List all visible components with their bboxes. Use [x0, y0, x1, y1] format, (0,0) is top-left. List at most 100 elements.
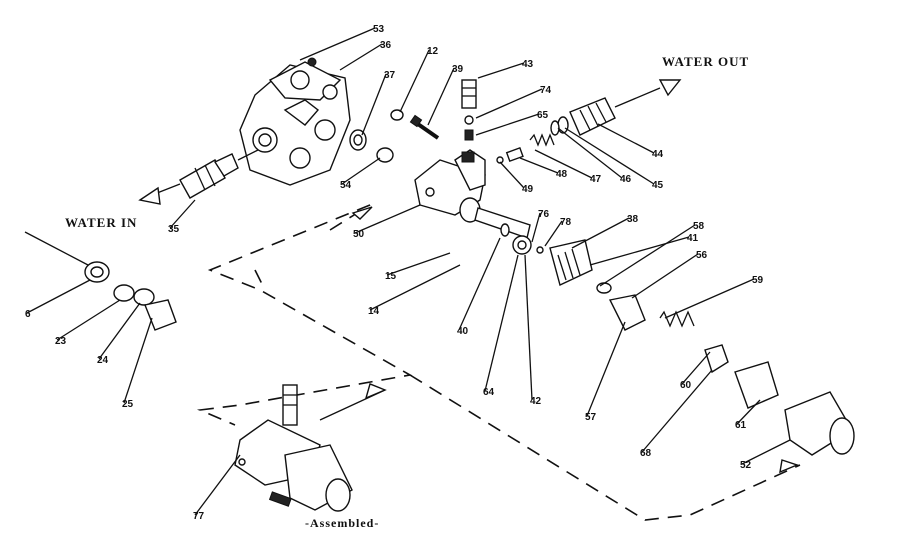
part-number-6: 6 [25, 309, 31, 320]
part-number-39: 39 [452, 64, 464, 75]
leader-line-14 [369, 264, 461, 311]
leader-line-36 [339, 43, 383, 71]
leader-line-57 [586, 321, 626, 417]
leader-line-46 [557, 127, 623, 179]
part-number-58: 58 [693, 221, 705, 232]
leader-line-35 [169, 199, 196, 229]
leader-line-43 [477, 62, 525, 79]
unloader-body-50 [414, 149, 486, 223]
part-number-77: 77 [193, 511, 205, 522]
leader-line-53 [299, 27, 376, 61]
leader-line-58 [599, 224, 696, 287]
part-number-14: 14 [368, 306, 380, 317]
part-number-61: 61 [735, 420, 747, 431]
leader-line-60 [681, 351, 711, 385]
leader-line-54 [341, 157, 381, 185]
part-number-47: 47 [590, 174, 602, 185]
nozzle-parts-left [24, 231, 177, 331]
leader-line-49 [499, 161, 525, 189]
part-number-44: 44 [652, 149, 664, 160]
assembled-label: -Assembled- [305, 516, 379, 530]
leader-line-45 [564, 127, 655, 185]
part-number-78: 78 [560, 217, 572, 228]
washer-12 [390, 109, 404, 121]
leader-line-56 [631, 253, 699, 299]
part-number-15: 15 [385, 271, 397, 282]
assembly-arrows [351, 206, 800, 474]
part-number-36: 36 [380, 40, 392, 51]
leader-line-77 [194, 454, 241, 516]
barb-fitting-43 [461, 79, 477, 141]
inlet-fitting-35 [179, 149, 259, 199]
part-number-74: 74 [540, 85, 552, 96]
leader-line-37 [361, 73, 387, 136]
part-number-50: 50 [353, 229, 365, 240]
leader-line-39 [427, 67, 455, 126]
leader-line-64 [484, 254, 519, 392]
part-number-23: 23 [55, 336, 67, 347]
leader-line-50 [354, 204, 421, 234]
leader-line-6 [26, 279, 91, 314]
part-number-76: 76 [538, 209, 550, 220]
part-number-24: 24 [97, 355, 109, 366]
part-number-57: 57 [585, 412, 597, 423]
water-out-arrow [614, 79, 682, 108]
part-number-35: 35 [168, 224, 180, 235]
leader-line-23 [56, 299, 121, 341]
part-number-53: 53 [373, 24, 385, 35]
leader-line-48 [519, 157, 559, 174]
leader-line-76 [531, 212, 541, 243]
leader-line-59 [664, 278, 755, 319]
leader-line-38 [571, 217, 630, 249]
part-number-46: 46 [620, 174, 632, 185]
leader-line-25 [123, 317, 153, 404]
part-number-60: 60 [680, 380, 692, 391]
part-number-52: 52 [740, 460, 752, 471]
part-number-42: 42 [530, 396, 542, 407]
part-number-12: 12 [427, 46, 439, 57]
part-number-56: 56 [696, 250, 708, 261]
part-number-41: 41 [687, 233, 699, 244]
dashed-boundary [196, 204, 801, 521]
water-in-label: WATER IN [65, 215, 137, 230]
leader-lines [26, 27, 791, 516]
right-assembly-chain [512, 235, 855, 456]
part-number-25: 25 [122, 399, 134, 410]
pump-head-36 [239, 57, 351, 186]
leader-line-52 [741, 439, 791, 465]
part-number-37: 37 [384, 70, 396, 81]
leader-line-12 [399, 49, 430, 113]
part-number-65: 65 [537, 110, 549, 121]
oring-54 [376, 147, 394, 163]
bolt-39 [409, 114, 440, 140]
part-number-54: 54 [340, 180, 352, 191]
leader-line-47 [534, 149, 593, 179]
leader-line-24 [98, 302, 141, 360]
water-out-label: WATER OUT [662, 54, 749, 69]
part-number-49: 49 [522, 184, 534, 195]
part-number-43: 43 [522, 59, 534, 70]
check-spring-47 [496, 133, 555, 164]
seal-37-inner [353, 134, 363, 146]
leader-line-15 [386, 252, 451, 276]
leader-line-78 [544, 220, 563, 247]
leader-line-41 [589, 236, 690, 266]
leader-line-44 [597, 123, 655, 154]
part-number-38: 38 [627, 214, 639, 225]
part-number-68: 68 [640, 448, 652, 459]
part-number-59: 59 [752, 275, 764, 286]
stem-40 [474, 207, 531, 239]
leader-line-68 [641, 369, 713, 453]
leader-line-42 [524, 254, 533, 401]
assembled-view [234, 384, 386, 512]
leader-line-74 [475, 88, 543, 119]
part-number-40: 40 [457, 326, 469, 337]
leader-line-40 [458, 237, 501, 331]
part-number-64: 64 [483, 387, 495, 398]
leader-line-65 [475, 113, 540, 136]
part-number-48: 48 [556, 169, 568, 180]
water-in-arrow [138, 183, 181, 205]
